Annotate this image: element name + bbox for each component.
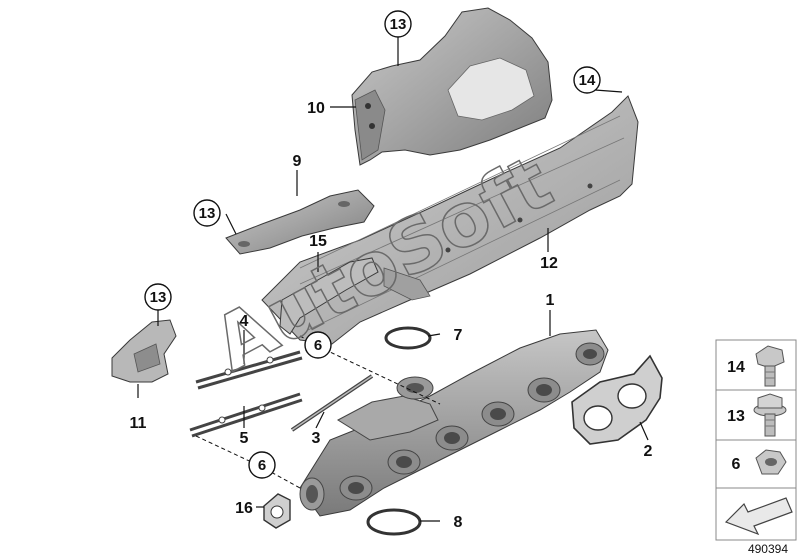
callout-13b-circle [193, 199, 221, 227]
flange-gasket-2 [571, 354, 663, 445]
callout-10: 10 [307, 100, 325, 117]
callout-6b: 6 [258, 457, 266, 474]
callout-1: 1 [546, 292, 555, 309]
hex-bolt-icon [755, 345, 785, 387]
callout-7: 7 [454, 327, 463, 344]
assembly-line-upper [299, 335, 441, 405]
callout-6a: 6 [314, 337, 322, 354]
callout-16: 16 [235, 500, 253, 517]
callout-15: 15 [309, 233, 327, 250]
callout-6a-circle [304, 331, 332, 359]
callout-11: 11 [130, 415, 147, 432]
small-gasket-16 [263, 493, 291, 529]
legend-label-14: 14 [727, 359, 745, 376]
o-ring-8 [366, 508, 422, 536]
callout-4: 4 [240, 313, 249, 330]
callout-14-circle [573, 66, 601, 94]
flange-bolt-icon [753, 393, 787, 437]
watermark: AutoSoft [200, 139, 565, 388]
callout-13b: 13 [199, 205, 216, 222]
gasket-strip-4 [195, 350, 303, 390]
stud-rod-3 [290, 374, 374, 432]
callout-14: 14 [579, 72, 596, 89]
callout-13a: 13 [390, 16, 407, 33]
document-number: 490394 [747, 542, 788, 556]
callout-2: 2 [644, 443, 653, 460]
callouts: 13 14 10 9 13 15 12 13 1 4 6 7 11 5 3 2 … [130, 10, 653, 531]
legend-panel: 14 13 6 [715, 339, 797, 541]
legend-label-13: 13 [727, 408, 745, 425]
arrow-icon [724, 497, 793, 536]
leader-lines [137, 36, 649, 522]
gasket-strip-5 [189, 392, 303, 438]
callout-12: 12 [540, 255, 558, 272]
hex-nut-icon [755, 449, 787, 475]
callout-8: 8 [454, 514, 463, 531]
callout-3: 3 [312, 430, 321, 447]
bracket-9 [225, 189, 375, 255]
legend-label-6: 6 [732, 456, 741, 473]
callout-5: 5 [240, 430, 249, 447]
callout-13c: 13 [150, 289, 167, 306]
bracket-11 [111, 319, 177, 383]
callout-13c-circle [144, 283, 172, 311]
bracket-15 [279, 257, 431, 335]
callout-6b-circle [248, 451, 276, 479]
callout-9: 9 [293, 153, 302, 170]
callout-13a-circle [384, 10, 412, 38]
heat-shield-upper [351, 7, 553, 166]
exhaust-manifold [299, 329, 609, 517]
o-ring-7 [384, 326, 432, 350]
